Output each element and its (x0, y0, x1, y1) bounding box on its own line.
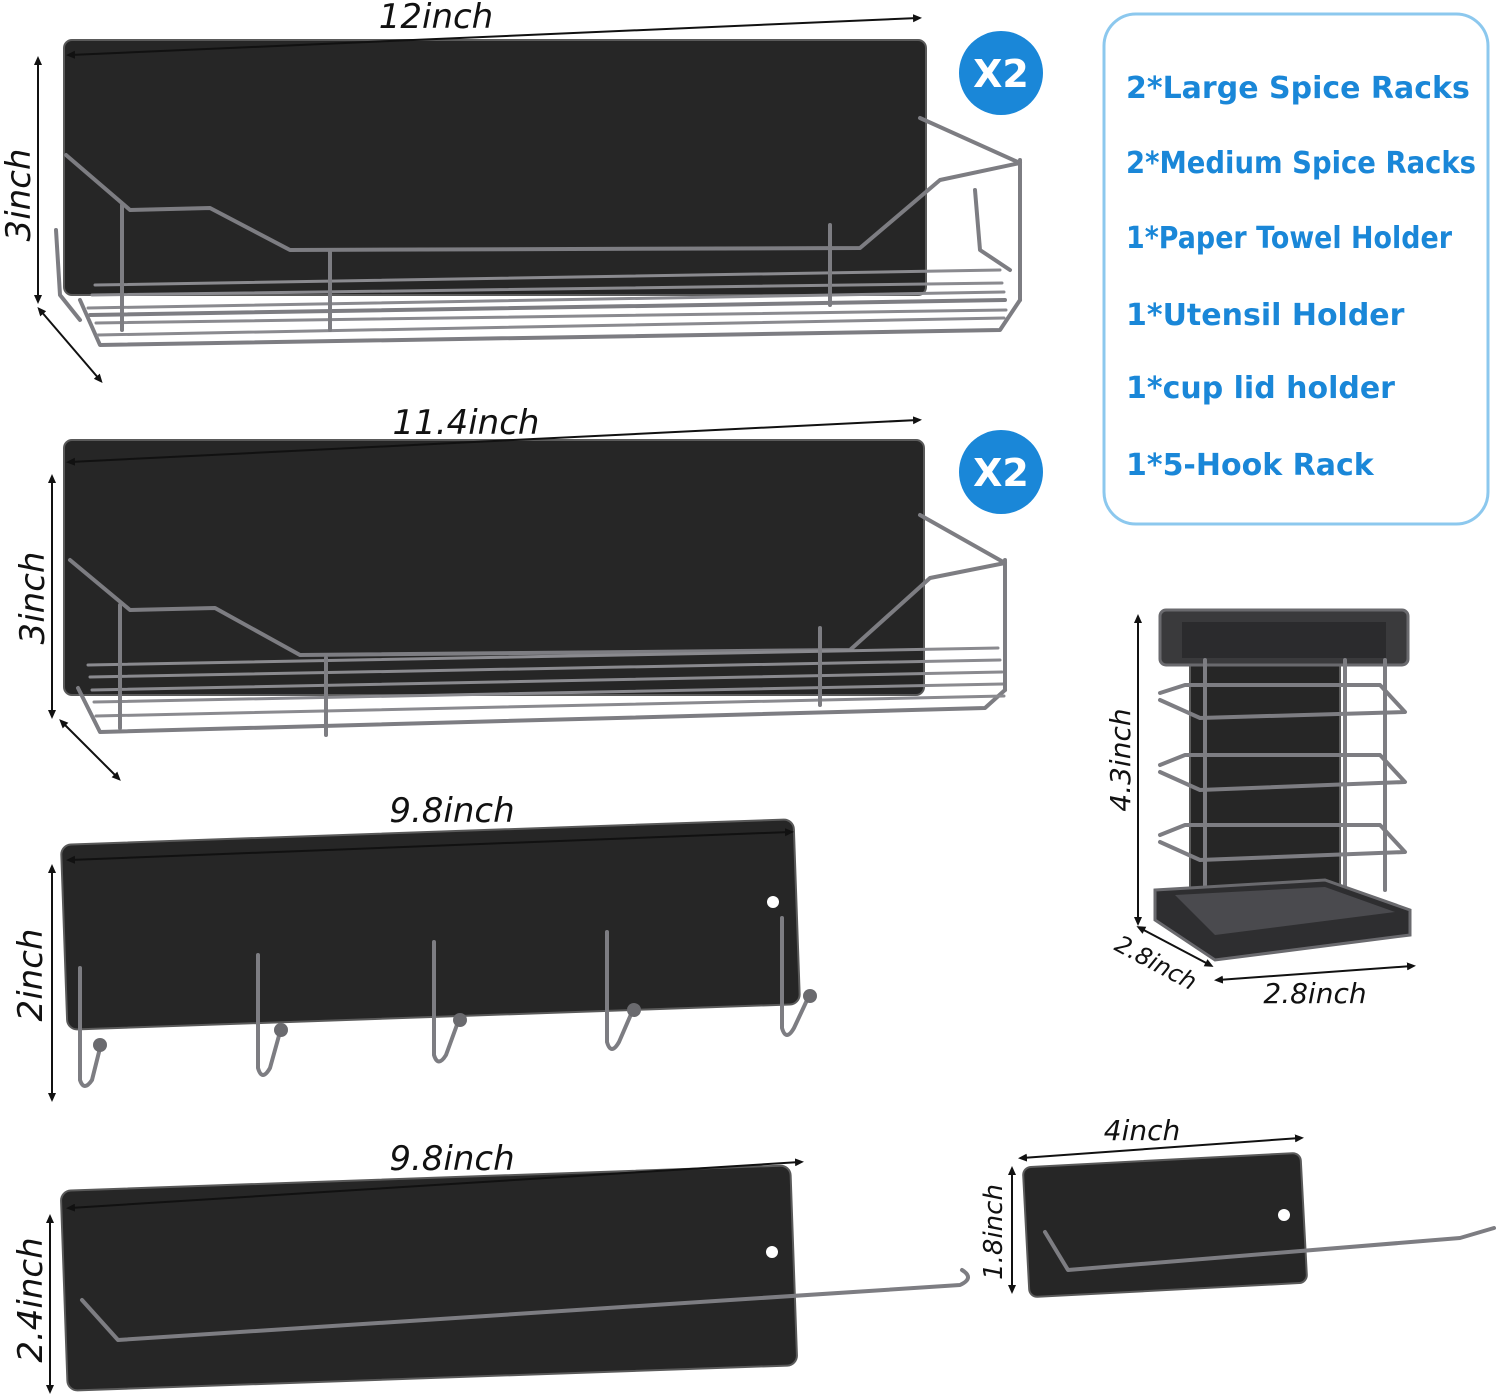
medium-rack-height-label: 3inch (13, 552, 53, 645)
hook-rack-width-label: 9.8inch (389, 791, 514, 831)
package-list: 2*Large Spice Racks 2*Medium Spice Racks… (1102, 12, 1490, 526)
hook (78, 966, 107, 1088)
package-list-item: 1*cup lid holder (1126, 371, 1395, 406)
medium-spice-rack (63, 439, 1007, 737)
paper-towel-holder (60, 1164, 970, 1392)
hook-rack-height-label: 2inch (11, 929, 51, 1022)
cup-lid-holder-height-label: 1.8inch (979, 1184, 1009, 1280)
utensil-depth-arrow (1136, 926, 1214, 967)
utensil-holder-width-label: 2.8inch (1263, 977, 1366, 1010)
large-rack-height-label: 3inch (0, 149, 39, 242)
utensil-holder-height-label: 4.3inch (1104, 708, 1137, 811)
cup-lid-holder-width-label: 4inch (1104, 1114, 1180, 1147)
medium-rack-quantity: X2 (973, 451, 1029, 495)
hook-rack (60, 818, 817, 1088)
towel-holder-width-label: 9.8inch (389, 1139, 514, 1179)
medium-rack-width-label: 11.4inch (393, 403, 540, 443)
large-rack-width-label: 12inch (379, 0, 494, 37)
hook (780, 916, 817, 1037)
medium-width-arrow (66, 416, 922, 466)
utensil-holder (1153, 608, 1412, 962)
utensil-width-arrow (1214, 962, 1416, 984)
large-width-arrow (66, 14, 922, 59)
medium-rack-quantity-badge: X2 (959, 430, 1043, 514)
hook (432, 940, 467, 1064)
large-rack-quantity-badge: X2 (959, 31, 1043, 115)
package-list-item: 2*Medium Spice Racks (1126, 146, 1476, 181)
towel-holder-width-arrow (66, 1158, 804, 1212)
cup-lid-width-arrow (1018, 1134, 1304, 1162)
large-rack-quantity: X2 (973, 52, 1029, 96)
cup-lid-holder (1022, 1152, 1496, 1298)
medium-depth-arrow (59, 719, 121, 781)
large-depth-arrow (37, 306, 103, 384)
hook (256, 953, 288, 1077)
hook-rack-width-arrow (66, 828, 794, 864)
package-list-item: 1*Utensil Holder (1126, 298, 1405, 333)
package-list-item: 1*5-Hook Rack (1126, 448, 1375, 483)
package-list-item: 2*Large Spice Racks (1126, 71, 1470, 106)
towel-holder-height-label: 2.4inch (11, 1237, 51, 1362)
package-list-item: 1*Paper Towel Holder (1126, 221, 1452, 256)
large-spice-rack (54, 39, 1022, 347)
hook (605, 930, 641, 1051)
